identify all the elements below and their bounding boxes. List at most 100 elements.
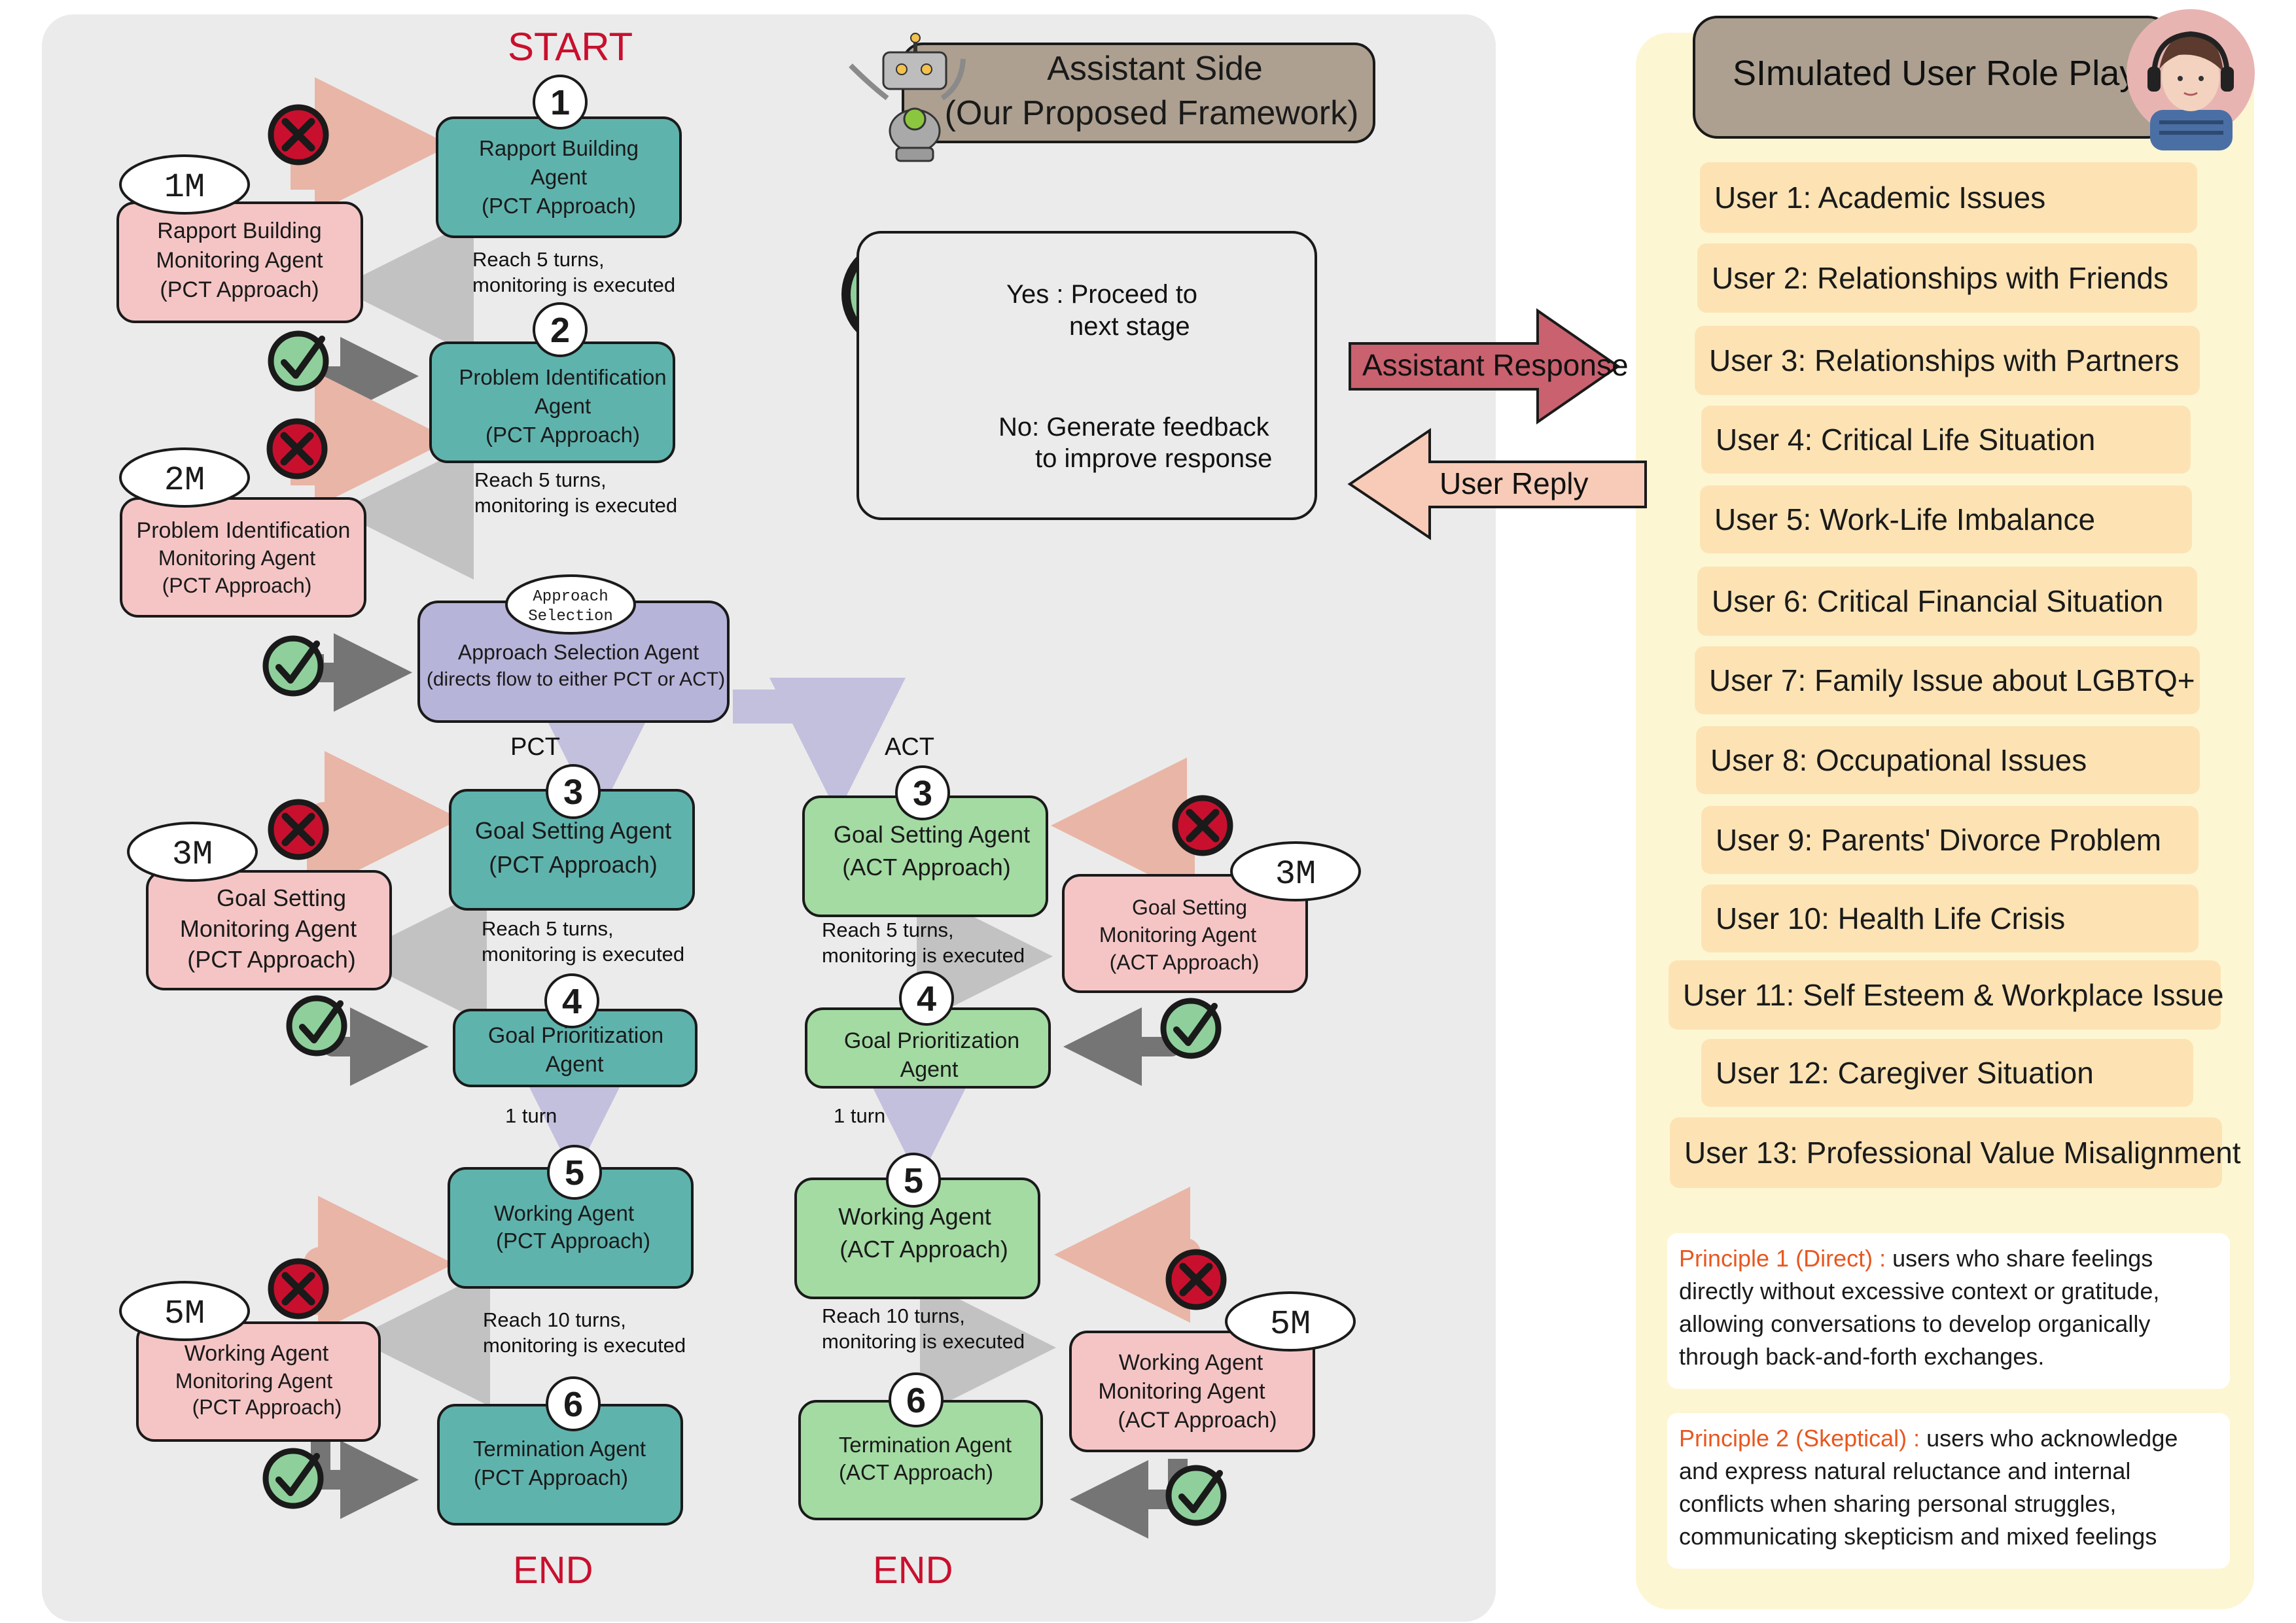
svg-text:Goal Setting: Goal Setting (217, 884, 346, 911)
svg-text:Goal Setting Agent: Goal Setting Agent (834, 821, 1030, 848)
svg-text:No: Generate feedback: No: Generate feedback (998, 413, 1270, 442)
svg-text:Agent: Agent (535, 394, 591, 418)
svg-text:monitoring is executed: monitoring is executed (822, 1330, 1025, 1353)
svg-text:Agent: Agent (546, 1052, 604, 1077)
feedback-arrow (304, 1196, 454, 1332)
svg-text:6: 6 (563, 1385, 583, 1424)
svg-text:(ACT Approach): (ACT Approach) (839, 1236, 1008, 1263)
stage-number-3-pct: 3 (546, 764, 601, 819)
svg-text:next stage: next stage (1069, 312, 1190, 341)
svg-text:Goal Setting: Goal Setting (1132, 896, 1247, 919)
svg-text:Selection: Selection (528, 608, 613, 625)
svg-text:Rapport Building: Rapport Building (157, 218, 321, 243)
svg-text:Yes : Proceed to: Yes : Proceed to (1006, 280, 1197, 309)
svg-text:4: 4 (562, 982, 582, 1021)
rapport-building-agent: Rapport Building Agent (PCT Approach) (436, 116, 682, 238)
svg-text:(PCT Approach): (PCT Approach) (489, 851, 657, 878)
svg-text:Monitoring Agent: Monitoring Agent (1098, 1379, 1265, 1404)
check-icon (262, 635, 324, 697)
user-profile-item: User 9: Parents' Divorce Problem (1701, 806, 2199, 874)
transition-labels: Reach 5 turns, monitoring is executed Re… (472, 248, 1025, 1357)
problem-monitoring-agent: Problem Identification Monitoring Agent … (120, 497, 366, 618)
monitor-tag-2m: 2M (119, 447, 250, 508)
svg-text:Reach 5 turns,: Reach 5 turns, (822, 918, 954, 941)
termination-agent-pct: Termination Agent (PCT Approach) (437, 1404, 683, 1526)
legend-box: Yes : Proceed to next stage No: Generate… (857, 231, 1317, 520)
check-icon (268, 330, 329, 392)
svg-text:Monitoring Agent: Monitoring Agent (175, 1369, 332, 1393)
monitor-tag-3m-pct: 3M (127, 822, 258, 882)
cross-icon (268, 104, 329, 166)
svg-text:Rapport Building: Rapport Building (479, 136, 639, 160)
svg-text:1 turn: 1 turn (505, 1104, 557, 1127)
svg-text:Approach: Approach (533, 588, 608, 606)
rapport-monitoring-agent: Rapport Building Monitoring Agent (PCT A… (116, 201, 363, 323)
svg-text:monitoring is executed: monitoring is executed (483, 1334, 686, 1357)
user-profile-item: User 8: Occupational Issues (1696, 726, 2200, 794)
stage-number-3-act: 3 (895, 765, 950, 820)
user-avatar-icon (2127, 9, 2255, 150)
svg-text:(PCT Approach): (PCT Approach) (486, 423, 640, 447)
svg-text:Problem Identification: Problem Identification (459, 365, 666, 389)
svg-text:(PCT Approach): (PCT Approach) (162, 574, 312, 597)
svg-text:4: 4 (917, 979, 936, 1019)
working-monitoring-agent-act: Working Agent Monitoring Agent (ACT Appr… (1069, 1331, 1315, 1452)
check-icon (1165, 1465, 1227, 1526)
approach-selection-badge: Approach Selection (505, 574, 636, 635)
svg-text:Agent: Agent (900, 1057, 959, 1082)
principle-direct: Principle 1 (Direct) : users who share f… (1667, 1233, 2230, 1389)
svg-text:Working Agent: Working Agent (185, 1341, 329, 1366)
start-label: START (508, 25, 633, 69)
svg-text:(PCT Approach): (PCT Approach) (474, 1465, 628, 1490)
working-agent-pct: Working Agent (PCT Approach) (448, 1167, 694, 1289)
svg-text:Reach 5 turns,: Reach 5 turns, (472, 248, 605, 271)
stage-number-5-pct: 5 (547, 1145, 602, 1200)
act-branch-label: ACT (885, 733, 934, 761)
svg-text:Working Agent: Working Agent (494, 1201, 634, 1225)
monitor-tag-5m-pct: 5M (119, 1281, 250, 1341)
cross-icon (1172, 795, 1233, 856)
svg-text:Agent: Agent (531, 165, 587, 189)
svg-text:monitoring is executed: monitoring is executed (482, 943, 684, 966)
user-profile-item: User 1: Academic Issues (1700, 162, 2197, 233)
stage-number-4-pct: 4 (544, 973, 599, 1028)
svg-text:(PCT Approach): (PCT Approach) (187, 946, 355, 973)
svg-text:monitoring is executed: monitoring is executed (822, 944, 1025, 967)
svg-text:Assistant Side: Assistant Side (1047, 50, 1263, 88)
svg-text:Goal Setting Agent: Goal Setting Agent (475, 817, 671, 844)
svg-text:(PCT Approach): (PCT Approach) (482, 194, 636, 218)
svg-text:(ACT Approach): (ACT Approach) (1110, 951, 1260, 974)
svg-text:Monitoring Agent: Monitoring Agent (156, 248, 323, 273)
svg-text:(directs flow to either PCT or: (directs flow to either PCT or ACT) (427, 669, 725, 690)
user-profile-item: User 3: Relationships with Partners (1695, 326, 2200, 395)
svg-text:Approach Selection Agent: Approach Selection Agent (458, 640, 699, 664)
monitor-tag-1m: 1M (119, 154, 250, 215)
monitor-tag-5m-act: 5M (1225, 1291, 1356, 1352)
simulated-user-title: SImulated User Role Play (1693, 16, 2173, 139)
svg-text:Monitoring Agent: Monitoring Agent (1099, 923, 1256, 947)
user-profile-item: User 4: Critical Life Situation (1701, 406, 2191, 474)
svg-text:Working Agent: Working Agent (1119, 1350, 1263, 1375)
svg-text:Monitoring Agent: Monitoring Agent (180, 915, 357, 942)
stage-number-6-act: 6 (889, 1372, 944, 1427)
feedback-arrow (307, 751, 461, 887)
user-profile-item: User 7: Family Issue about LGBTQ+ (1695, 646, 2200, 714)
user-profile-item: User 10: Health Life Crisis (1701, 884, 2199, 952)
svg-text:1M: 1M (164, 168, 205, 207)
svg-text:Termination Agent: Termination Agent (839, 1433, 1012, 1457)
assistant-side-title: Assistant Side (Our Proposed Framework) (902, 43, 1375, 143)
termination-agent-act: Termination Agent (ACT Approach) (798, 1400, 1043, 1520)
svg-text:3M: 3M (1275, 855, 1316, 894)
svg-text:Reach 5 turns,: Reach 5 turns, (474, 468, 607, 491)
svg-text:Reach 10 turns,: Reach 10 turns, (483, 1308, 626, 1331)
principle-skeptical: Principle 2 (Skeptical) : users who ackn… (1667, 1413, 2230, 1569)
proceed-arrow (311, 1439, 419, 1519)
svg-text:6: 6 (906, 1381, 926, 1420)
svg-text:3: 3 (563, 773, 583, 812)
check-icon (1160, 998, 1222, 1059)
svg-text:(ACT Approach): (ACT Approach) (1118, 1408, 1277, 1433)
goal-setting-monitoring-agent-act: Goal Setting Monitoring Agent (ACT Appro… (1062, 874, 1308, 993)
end-label-act: END (873, 1549, 953, 1592)
user-profile-item: User 11: Self Esteem & Workplace Issue (1669, 960, 2224, 1030)
